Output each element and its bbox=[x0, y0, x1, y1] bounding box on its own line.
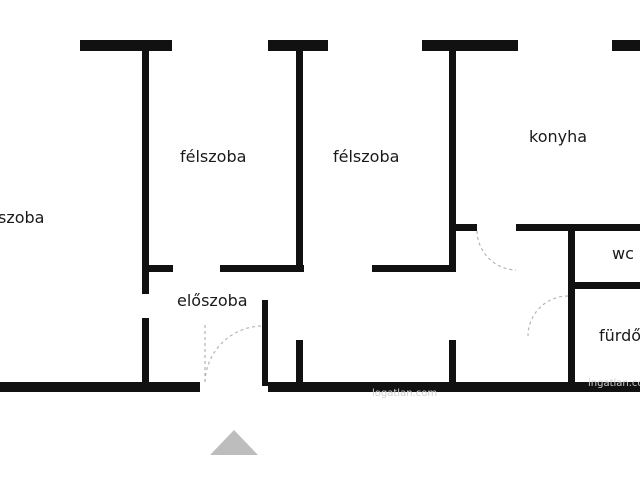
wall-h-rooms-1 bbox=[142, 265, 173, 272]
wall-kitchen-1 bbox=[449, 224, 477, 231]
room-label-felszoba-1: félszoba bbox=[180, 147, 246, 166]
room-label-felszoba-2: félszoba bbox=[333, 147, 399, 166]
room-label-konyha: konyha bbox=[529, 127, 587, 146]
wall-v-2 bbox=[296, 40, 303, 272]
wall-top-1 bbox=[80, 40, 172, 51]
wall-top-4 bbox=[612, 40, 640, 51]
wall-wc-bottom bbox=[568, 282, 640, 289]
room-label-eloszoba: előszoba bbox=[177, 291, 248, 310]
wall-bottom-2 bbox=[268, 382, 640, 392]
wall-hall-left-2 bbox=[142, 318, 149, 386]
wall-hall-v-a bbox=[296, 340, 303, 386]
room-label-wc: wc bbox=[612, 244, 634, 263]
kitchen-door-arc bbox=[476, 230, 517, 271]
wall-h-rooms-2 bbox=[220, 265, 304, 272]
entrance-arrow-icon bbox=[210, 430, 258, 455]
wall-wc-left bbox=[568, 230, 575, 385]
wall-hall-left-1 bbox=[142, 272, 149, 294]
wall-v-3 bbox=[449, 40, 456, 272]
wall-wc-stub bbox=[568, 276, 575, 296]
wall-hall-v-b bbox=[449, 340, 456, 386]
room-label-szoba: szoba bbox=[0, 208, 44, 227]
watermark-text-2: ingatlan.com bbox=[588, 378, 640, 389]
wall-top-3 bbox=[422, 40, 518, 51]
wall-bottom-1 bbox=[0, 382, 200, 392]
bathroom-door-arc bbox=[527, 295, 569, 337]
entrance-door-arc bbox=[204, 325, 263, 383]
watermark-text-1: logatlan.com bbox=[372, 388, 437, 399]
wall-v-1 bbox=[142, 40, 149, 272]
wall-kitchen-2 bbox=[516, 224, 640, 231]
wall-h-rooms-3 bbox=[372, 265, 456, 272]
wall-hall-door-jamb bbox=[262, 300, 268, 386]
room-label-furdo: fürdő bbox=[599, 326, 640, 345]
